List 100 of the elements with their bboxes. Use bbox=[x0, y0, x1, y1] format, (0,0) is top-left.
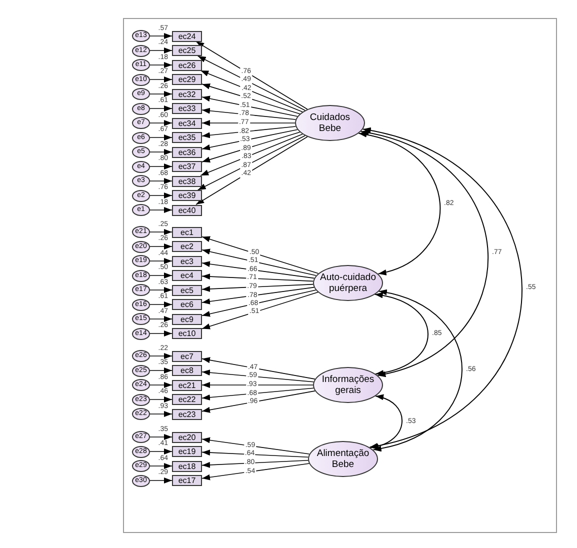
arrow bbox=[150, 134, 172, 140]
arrow bbox=[202, 248, 316, 276]
arrow bbox=[202, 388, 314, 400]
error-circle bbox=[132, 364, 150, 376]
indicator-label: ec23 bbox=[178, 410, 196, 418]
indicator-label: ec22 bbox=[178, 395, 196, 404]
arrow bbox=[150, 91, 172, 97]
arrow bbox=[202, 463, 310, 480]
indicator-label: ec9 bbox=[180, 314, 194, 324]
arrow bbox=[150, 48, 172, 54]
covariance-arrow bbox=[374, 292, 428, 376]
arrow bbox=[202, 370, 314, 382]
indicator-label: ec40 bbox=[178, 206, 196, 214]
indicator-label: ec19 bbox=[178, 447, 196, 456]
latent-variable-ellipse bbox=[313, 367, 383, 403]
arrow bbox=[202, 126, 296, 138]
error-circle bbox=[132, 350, 150, 362]
error-circle bbox=[132, 59, 150, 71]
indicator-label: ec7 bbox=[180, 352, 194, 360]
indicator-label: ec24 bbox=[178, 32, 196, 40]
arrow bbox=[150, 33, 172, 39]
error-circle bbox=[132, 146, 150, 158]
indicator-label: ec3 bbox=[180, 256, 194, 266]
error-circle bbox=[132, 160, 150, 172]
arrow bbox=[202, 96, 298, 117]
arrow bbox=[150, 478, 172, 484]
arrow bbox=[150, 106, 172, 112]
arrow bbox=[202, 129, 298, 150]
error-circle bbox=[132, 379, 150, 391]
covariance-arrow bbox=[372, 290, 462, 451]
arrow bbox=[150, 164, 172, 170]
indicator-label: ec17 bbox=[178, 476, 196, 485]
arrow bbox=[197, 56, 306, 111]
arrow bbox=[150, 302, 172, 308]
arrow bbox=[196, 41, 308, 110]
arrow bbox=[202, 236, 319, 274]
error-circle bbox=[132, 255, 150, 267]
ellipse-label: Auto-cuidado puérpera bbox=[319, 272, 377, 294]
error-circle bbox=[132, 328, 150, 340]
indicator-label: ec2 bbox=[180, 242, 194, 251]
arrow bbox=[202, 274, 314, 282]
indicator-label: ec21 bbox=[178, 380, 196, 390]
indicator-label: ec26 bbox=[178, 60, 196, 70]
arrow bbox=[202, 108, 296, 120]
error-circle bbox=[132, 88, 150, 100]
error-circle bbox=[132, 44, 150, 56]
arrow bbox=[150, 382, 172, 388]
arrow bbox=[197, 135, 306, 190]
arrow bbox=[202, 437, 310, 454]
indicator-label: ec25 bbox=[178, 46, 196, 55]
arrow bbox=[202, 132, 300, 162]
arrow bbox=[202, 120, 296, 126]
indicator-label: ec33 bbox=[178, 104, 196, 113]
indicator-label: ec36 bbox=[178, 148, 196, 156]
error-circle bbox=[132, 190, 150, 202]
error-circle bbox=[132, 204, 150, 216]
arrow bbox=[150, 244, 172, 250]
arrow bbox=[202, 84, 300, 114]
covariance-arrow bbox=[362, 128, 522, 448]
ellipse-label: Cuidados Bebe bbox=[308, 112, 352, 134]
arrow bbox=[150, 448, 172, 454]
arrow bbox=[150, 120, 172, 126]
arrow bbox=[202, 284, 314, 292]
arrow bbox=[150, 396, 172, 402]
arrow bbox=[202, 261, 315, 279]
indicator-label: ec32 bbox=[178, 90, 196, 98]
indicator-label: ec20 bbox=[178, 432, 196, 442]
error-circle bbox=[132, 284, 150, 296]
arrow bbox=[202, 357, 316, 380]
indicator-label: ec39 bbox=[178, 191, 196, 200]
indicator-label: ec18 bbox=[178, 462, 196, 470]
indicator-label: ec10 bbox=[178, 329, 196, 338]
covariance-arrow bbox=[360, 130, 488, 376]
indicator-label: ec34 bbox=[178, 118, 196, 128]
indicator-label: ec29 bbox=[178, 75, 196, 84]
arrow bbox=[150, 229, 172, 235]
arrow bbox=[150, 353, 172, 359]
covariance-arrow bbox=[358, 132, 440, 274]
error-circle bbox=[132, 30, 150, 42]
error-circle bbox=[132, 132, 150, 144]
error-circle bbox=[132, 102, 150, 114]
arrow bbox=[150, 149, 172, 155]
arrow bbox=[150, 178, 172, 184]
error-circle bbox=[132, 240, 150, 252]
indicator-label: ec6 bbox=[180, 300, 194, 309]
error-circle bbox=[132, 394, 150, 406]
latent-variable-ellipse bbox=[313, 264, 383, 301]
error-circle bbox=[132, 175, 150, 187]
arrow bbox=[202, 450, 309, 458]
indicator-label: ec35 bbox=[178, 133, 196, 142]
arrow bbox=[202, 292, 319, 330]
arrow bbox=[150, 434, 172, 440]
latent-variable-ellipse bbox=[308, 440, 378, 477]
arrow bbox=[150, 62, 172, 68]
arrow bbox=[202, 382, 314, 388]
arrow bbox=[202, 390, 316, 413]
error-circle bbox=[132, 431, 150, 443]
arrow bbox=[150, 316, 172, 322]
arrow bbox=[150, 411, 172, 417]
arrow bbox=[150, 287, 172, 293]
